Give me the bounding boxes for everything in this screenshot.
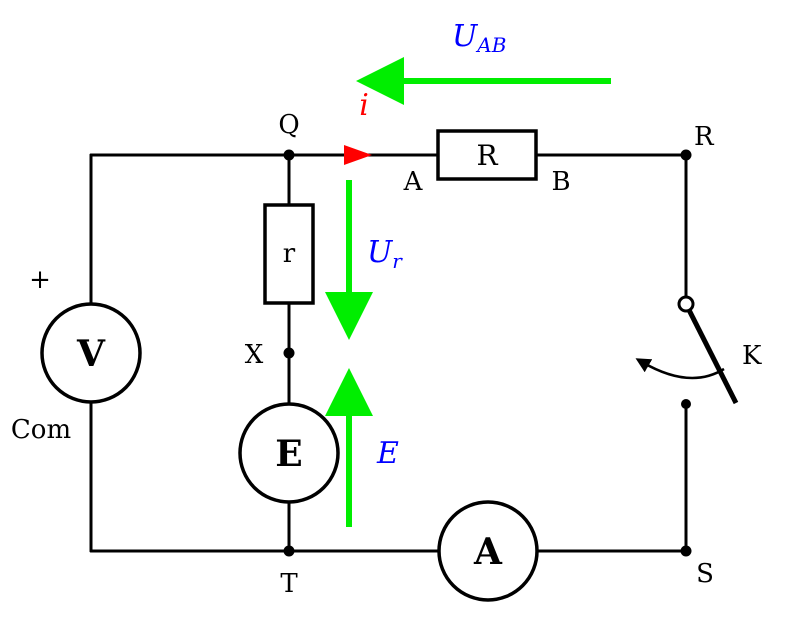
ammeter-circle (437, 500, 539, 602)
u-r-symbol: U (367, 235, 394, 270)
u-r-subscript: r (392, 249, 403, 273)
current-arrow (344, 145, 372, 165)
node-r-label: R (694, 122, 715, 152)
u-r-label: Ur (367, 235, 403, 273)
switch-contact (681, 399, 691, 409)
node-x (283, 347, 295, 359)
voltmeter-circle (40, 302, 142, 404)
generator-label: E (275, 433, 302, 475)
switch-blade (683, 302, 739, 405)
node-r (680, 149, 692, 161)
emf-label: E (376, 436, 399, 471)
generator-circle (238, 402, 340, 504)
switch-k (635, 295, 739, 409)
u-ab-symbol: U (452, 19, 479, 54)
node-q-label: Q (278, 110, 299, 140)
voltmeter-label: V (76, 333, 106, 375)
wires (89, 153, 688, 553)
node-s-label: S (696, 559, 714, 589)
node-x-label: X (245, 340, 264, 370)
current-label: i (359, 88, 369, 123)
node-t-label: T (280, 569, 298, 599)
u-ab-subscript: AB (475, 33, 506, 57)
node-t (283, 545, 295, 557)
ammeter-label: A (473, 531, 503, 573)
switch-pivot (677, 295, 695, 313)
switch-arc-arrow (635, 358, 725, 380)
u-ab-label: UAB (452, 19, 506, 57)
resistor-r-label: R (476, 139, 498, 172)
resistor-internal-label: r (283, 239, 296, 269)
voltmeter-com-label: Com (11, 415, 71, 445)
resistor-r-box (436, 129, 538, 181)
resistor-terminal-b: B (551, 167, 570, 197)
voltmeter-plus-label: + (29, 265, 51, 295)
switch-label: K (742, 341, 762, 371)
resistor-terminal-a: A (403, 167, 424, 197)
resistor-internal-box (263, 203, 315, 305)
node-q (283, 149, 295, 161)
node-s (680, 545, 692, 557)
